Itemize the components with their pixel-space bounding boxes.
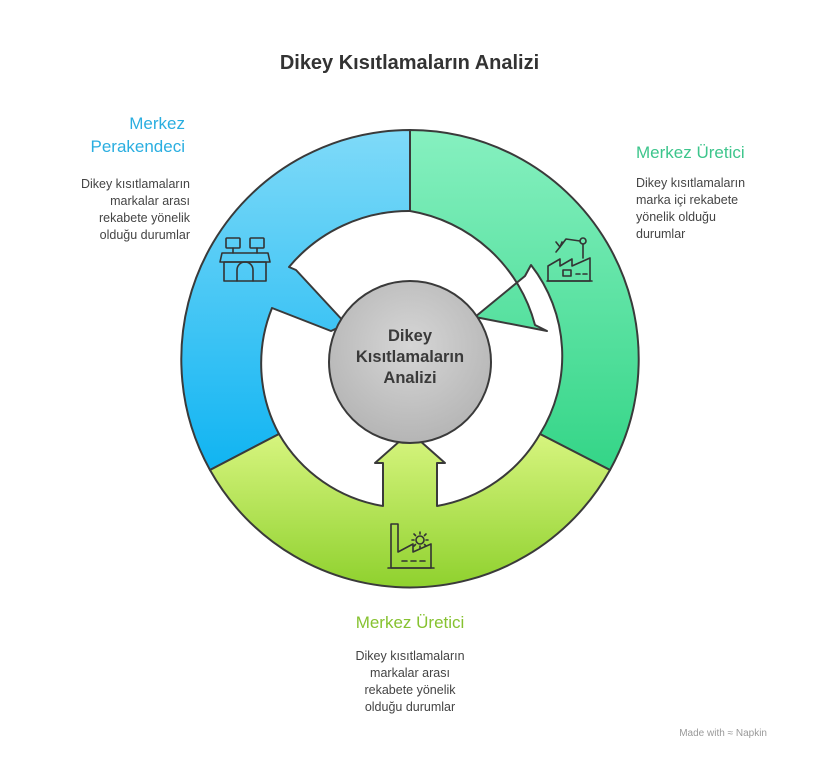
right-title-line-1: Merkez Üretici — [636, 143, 745, 162]
right-desc-line-4: durumlar — [636, 227, 686, 241]
segment-bottom — [209, 431, 611, 589]
center-label: Dikey Kısıtlamaların Analizi — [330, 326, 490, 389]
left-desc-line-1: Dikey kısıtlamaların — [80, 177, 190, 191]
factory-gear-icon — [387, 523, 435, 569]
left-segment-title: Merkez Perakendeci — [60, 112, 185, 158]
segment-right — [409, 129, 640, 471]
center-label-line-3: Analizi — [383, 369, 437, 387]
center-label-line-2: Kısıtlamaların — [355, 348, 465, 366]
left-desc-line-3: rekabete yönelik — [98, 211, 190, 225]
bottom-desc-line-2: markalar arası — [370, 666, 450, 680]
napkin-logo-icon: ≈ — [727, 728, 734, 739]
center-circle — [328, 280, 492, 444]
right-segment-description: Dikey kısıtlamaların marka içi rekabete … — [636, 175, 796, 243]
right-desc-line-3: yönelik olduğu — [636, 210, 716, 224]
bottom-desc-line-4: olduğu durumlar — [364, 700, 456, 714]
right-segment-title: Merkez Üretici — [636, 141, 796, 164]
bottom-desc-line-3: rekabete yönelik — [364, 683, 456, 697]
retail-store-icon — [219, 237, 271, 282]
left-title-line-2: Perakendeci — [90, 137, 185, 156]
robotic-factory-icon — [546, 237, 593, 282]
segment-left — [180, 129, 411, 471]
left-desc-line-2: markalar arası — [110, 194, 190, 208]
diagram-title: Dikey Kısıtlamaların Analizi — [279, 52, 540, 74]
right-desc-line-1: Dikey kısıtlamaların — [636, 176, 746, 190]
left-title-line-1: Merkez — [129, 114, 185, 133]
bottom-desc-line-1: Dikey kısıtlamaların — [355, 649, 465, 663]
made-with-footer: Made with ≈ Napkin — [679, 728, 767, 739]
left-desc-line-4: olduğu durumlar — [99, 228, 190, 242]
footer-brand: Napkin — [735, 728, 767, 739]
right-desc-line-2: marka içi rekabete — [636, 193, 739, 207]
bottom-segment-description: Dikey kısıtlamaların markalar arası reka… — [320, 648, 500, 716]
center-label-line-1: Dikey — [387, 327, 433, 345]
left-segment-description: Dikey kısıtlamaların markalar arası reka… — [30, 176, 190, 244]
bottom-segment-title: Merkez Üretici — [300, 611, 520, 634]
footer-text: Made with — [679, 728, 725, 739]
bottom-title-line-1: Merkez Üretici — [355, 613, 465, 632]
